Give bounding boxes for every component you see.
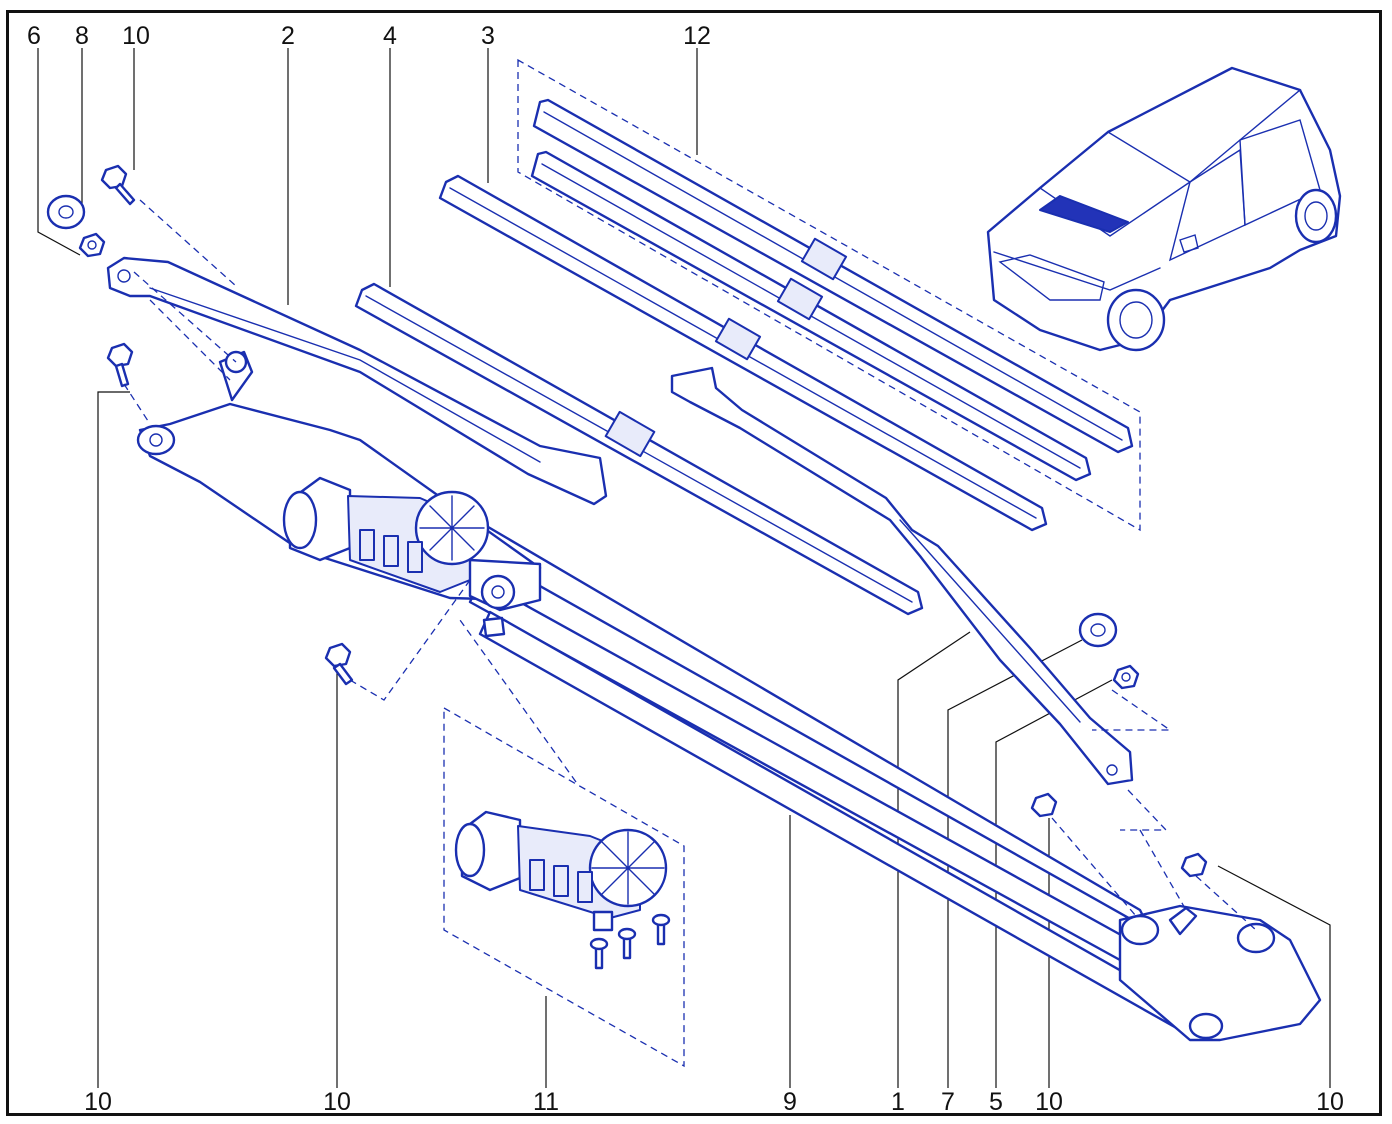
callout-label-7: 7 [941, 1088, 955, 1116]
bolt-10-top [100, 164, 128, 190]
wiper-arm-1 [670, 366, 1134, 786]
callout-label-8: 8 [75, 22, 89, 50]
nut-5 [1112, 664, 1140, 690]
bolt-10-right-center [1030, 792, 1058, 818]
callout-label-9: 9 [783, 1088, 797, 1116]
callout-label-10-bottom-4: 10 [1316, 1088, 1344, 1116]
bolt-10-center [324, 642, 352, 668]
nut-6 [78, 232, 106, 258]
callout-label-10-bottom-2: 10 [323, 1088, 351, 1116]
callout-label-6: 6 [27, 22, 41, 50]
callout-label-3: 3 [481, 22, 495, 50]
cap-8 [46, 194, 86, 230]
callout-label-11: 11 [533, 1088, 559, 1116]
callout-label-12: 12 [683, 22, 711, 50]
bolt-10-left [106, 342, 134, 368]
assembly-lines [123, 199, 1257, 931]
car-illustration [986, 66, 1342, 352]
callout-label-5: 5 [989, 1088, 1003, 1116]
wiper-motor-11 [443, 706, 685, 1068]
cap-7 [1078, 612, 1118, 648]
fasteners [46, 164, 1208, 878]
callout-label-4: 4 [383, 22, 397, 50]
callout-label-1: 1 [891, 1088, 905, 1116]
wiper-motor-assembled [282, 476, 542, 638]
callout-label-2: 2 [281, 22, 295, 50]
callout-label-10-bottom-1: 10 [84, 1088, 112, 1116]
wiper-blade-set-12 [517, 58, 1141, 532]
callout-label-10-top: 10 [122, 22, 150, 50]
callout-label-10-bottom-3: 10 [1035, 1088, 1063, 1116]
bolt-10-right [1180, 852, 1208, 878]
wiper-blade-3 [438, 174, 1048, 532]
wiper-arm-2 [106, 256, 608, 506]
wiper-blade-4 [354, 282, 924, 616]
linkage-frame [136, 350, 1322, 1042]
